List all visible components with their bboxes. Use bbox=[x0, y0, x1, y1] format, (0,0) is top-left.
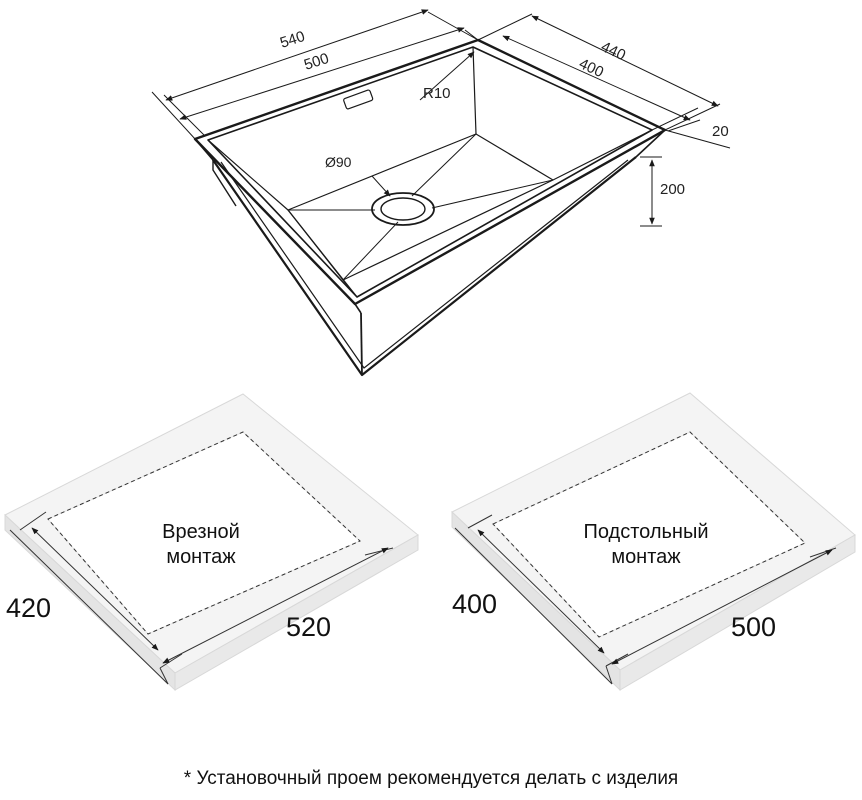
cutout-1-length-dim: 520 bbox=[286, 612, 331, 642]
dim-drain-diameter: Ø90 bbox=[325, 154, 352, 170]
dim-flange: 20 bbox=[712, 123, 729, 140]
cutout-2-length-dim: 500 bbox=[731, 612, 776, 642]
dim-inner-width: 400 bbox=[576, 55, 606, 81]
drain-outer bbox=[371, 192, 435, 226]
cutout-1-caption-line2: монтаж bbox=[166, 546, 236, 568]
cutout-2-caption-line1: Подстольный bbox=[583, 521, 708, 543]
dim-corner-radius: R10 bbox=[423, 85, 451, 102]
cutout-1-depth-dim: 420 bbox=[6, 593, 51, 623]
dim-outer-length: 540 bbox=[278, 28, 307, 52]
cutout-2-caption-line2: монтаж bbox=[611, 546, 681, 568]
sink-rim-outer bbox=[193, 38, 667, 306]
cutout-1-caption-line1: Врезной bbox=[162, 521, 240, 543]
cutout-panel-flush bbox=[4, 393, 419, 692]
cutout-2-depth-dim: 400 bbox=[452, 589, 497, 619]
installation-footnote: * Установочный проем рекомендуется делат… bbox=[183, 768, 679, 789]
cutout-panel-undermount bbox=[451, 392, 856, 692]
dim-depth: 200 bbox=[660, 181, 685, 198]
brand-plate bbox=[343, 89, 374, 110]
drain-inner bbox=[380, 197, 426, 221]
sink-dimension-lines bbox=[151, 9, 731, 227]
dim-inner-length: 500 bbox=[302, 50, 331, 74]
